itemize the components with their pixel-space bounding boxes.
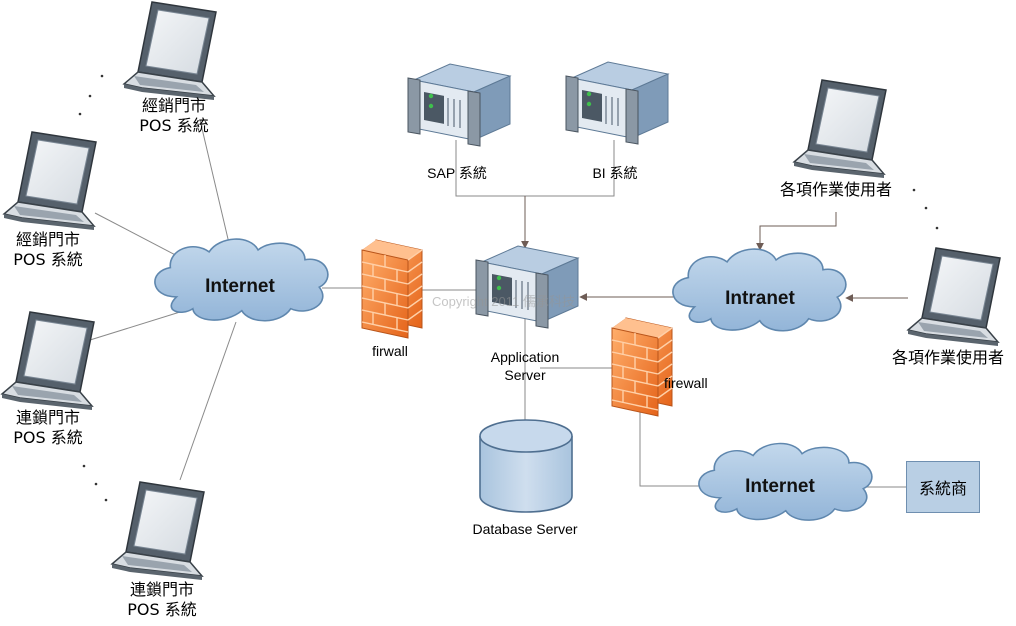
firewall-brick-icon: [361, 239, 423, 339]
connectors: [89, 119, 906, 488]
rack-server-icon: [407, 63, 511, 147]
label-line: 連鎖門市: [129, 580, 194, 599]
label-internet-right: Internet: [745, 476, 815, 497]
label-line: Server: [504, 367, 546, 383]
label-line: POS 系統: [139, 116, 209, 135]
label-pos-top: 經銷門市 POS 系統: [128, 96, 220, 136]
label-sap: SAP 系統: [427, 165, 487, 181]
line-pos-top-internet: [199, 119, 233, 257]
label-firewall-left: firwall: [372, 343, 408, 359]
watermark: Copyright 2011 儒承科技: [432, 294, 575, 309]
laptop-icon: [123, 1, 217, 101]
firewall-brick-icon: [611, 317, 673, 417]
laptop-icon: [1, 311, 95, 411]
label-line: POS 系統: [13, 428, 83, 447]
laptop-icon: [111, 481, 205, 581]
line-pos-bottom-internet: [179, 321, 237, 481]
line-sap-bi: [455, 140, 615, 197]
rack-server-icon: [565, 61, 669, 145]
label-pos-bottom: 連鎖門市 POS 系統: [116, 580, 208, 620]
line-user-top-intranet: [756, 212, 837, 251]
label-intranet: Intranet: [725, 288, 795, 309]
line-pos-lowleft-internet: [89, 311, 181, 341]
label-user-top: 各項作業使用者: [779, 180, 892, 199]
line-pos-midleft-internet: [94, 212, 186, 261]
vendor-box: 系統商: [906, 461, 980, 513]
label-line: 經銷門市: [15, 230, 80, 249]
label-line: POS 系統: [13, 250, 83, 269]
line-firewall2-internet: [639, 410, 700, 487]
label-firewall-right: firewall: [664, 375, 708, 391]
database-cylinder-icon: [479, 419, 573, 513]
label-bi: BI 系統: [592, 165, 638, 181]
label-pos-lowleft: 連鎖門市 POS 系統: [2, 408, 94, 448]
label-line: Application: [490, 349, 560, 365]
label-database: Database Server: [472, 521, 578, 537]
rack-server-icon: [475, 245, 579, 329]
laptop-icon: [793, 79, 887, 179]
label-app-server: Application Server: [470, 348, 580, 384]
label-line: POS 系統: [127, 600, 197, 619]
label-line: 經銷門市: [141, 96, 206, 115]
label-pos-midleft: 經銷門市 POS 系統: [2, 230, 94, 270]
label-vendor: 系統商: [918, 479, 967, 498]
laptop-icon: [3, 131, 97, 231]
label-user-bottom: 各項作業使用者: [891, 348, 1004, 367]
laptop-icon: [907, 247, 1001, 347]
ellipsis-dots: [78, 74, 939, 502]
label-internet-left: Internet: [205, 276, 275, 297]
label-line: 連鎖門市: [15, 408, 80, 427]
